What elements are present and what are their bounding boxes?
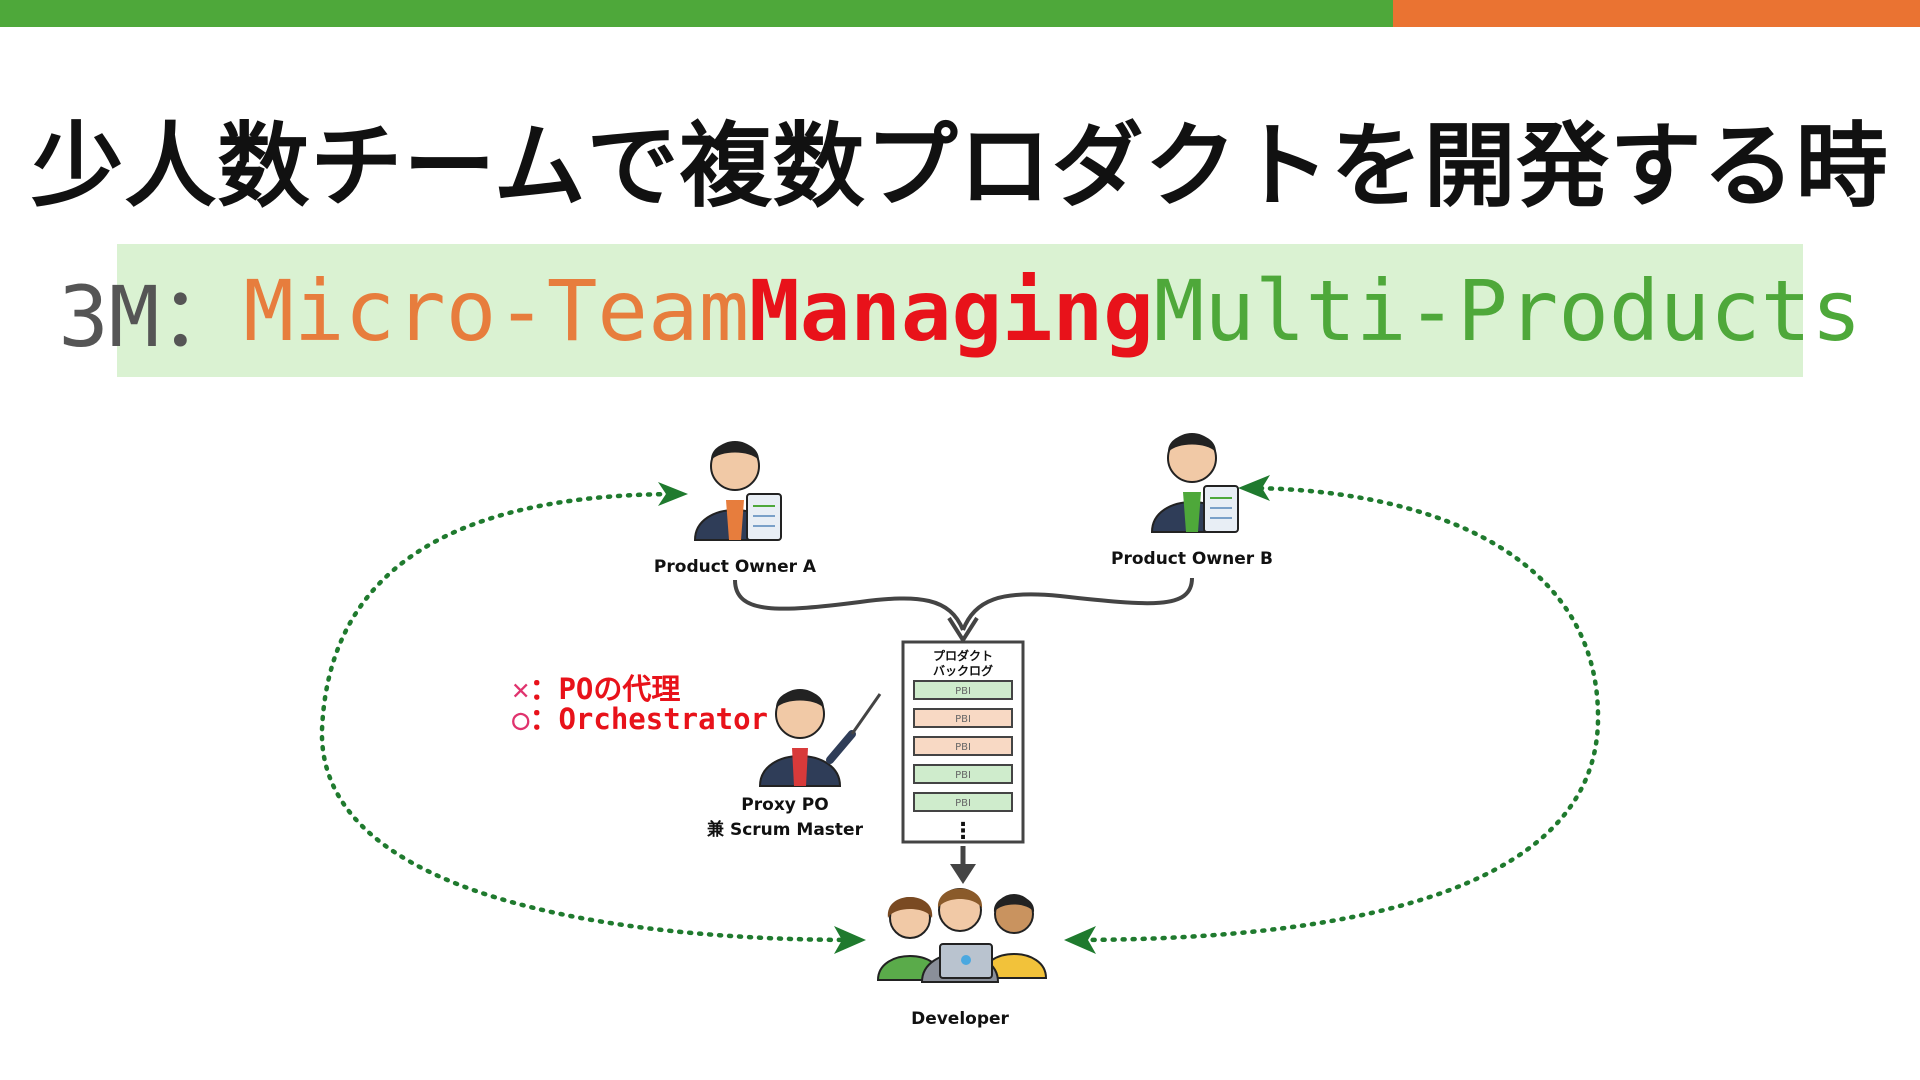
proxy-po-role-note: ✕：POの代理 ○：Orchestrator bbox=[512, 674, 768, 734]
loop-left bbox=[319, 482, 866, 954]
backlog-item-label: PBI bbox=[955, 742, 971, 753]
developer-team-icon bbox=[876, 888, 1048, 983]
backlog-item bbox=[913, 680, 1013, 700]
circle-mark-icon: ○ bbox=[512, 702, 530, 736]
backlog-item-label: PBI bbox=[955, 686, 971, 697]
backlog-item-label: PBI bbox=[955, 714, 971, 725]
developer-label: Developer bbox=[911, 1009, 1009, 1029]
tagline-managing: Managing bbox=[749, 261, 1154, 360]
proxy-po-label-1: Proxy PO bbox=[741, 795, 828, 815]
backlog-more: ⋮ bbox=[952, 819, 974, 844]
loop-left-bottom-arrow-icon bbox=[834, 926, 866, 954]
backlog-items: PBI PBI PBI PBI PBI bbox=[913, 680, 1013, 812]
person-with-tablet-icon bbox=[1150, 433, 1239, 533]
merge-arrowhead-icon bbox=[947, 616, 979, 642]
backlog-item-label: PBI bbox=[955, 770, 971, 781]
proxy-po-label-2: 兼 Scrum Master bbox=[707, 819, 864, 840]
backlog-title-2: バックログ bbox=[933, 663, 993, 678]
backlog-item bbox=[913, 736, 1013, 756]
product-owner-a-label: Product Owner A bbox=[654, 557, 817, 577]
note-yes-row: ○：Orchestrator bbox=[512, 704, 768, 734]
header-accent-orange bbox=[1393, 0, 1920, 27]
merge-arrows bbox=[733, 577, 1194, 642]
product-owner-a: Product Owner A bbox=[654, 441, 817, 577]
cross-mark-icon: ✕ bbox=[512, 672, 530, 706]
tagline-multi-products: Multi-Products bbox=[1153, 261, 1862, 360]
loop-right bbox=[1064, 475, 1601, 954]
loop-right-top-arrow-icon bbox=[1238, 475, 1270, 501]
product-owner-b: Product Owner B bbox=[1111, 433, 1273, 569]
backlog-item bbox=[913, 792, 1013, 812]
note-yes-text: ：Orchestrator bbox=[529, 702, 768, 736]
loop-right-bottom-arrow-icon bbox=[1064, 926, 1096, 954]
tagline-banner: 3M： Micro-Team Managing Multi-Products bbox=[58, 244, 1862, 377]
backlog-title-1: プロダクト bbox=[933, 648, 993, 663]
person-with-pointer-icon bbox=[758, 689, 882, 787]
backlog-to-developer-arrow bbox=[950, 846, 976, 884]
backlog-item bbox=[913, 708, 1013, 728]
loop-left-top-arrow-icon bbox=[658, 482, 688, 506]
tagline-prefix: 3M： bbox=[58, 268, 244, 366]
backlog-item-label: PBI bbox=[955, 798, 971, 809]
product-owner-b-label: Product Owner B bbox=[1111, 549, 1273, 569]
note-not-row: ✕：POの代理 bbox=[512, 674, 768, 704]
proxy-po: Proxy PO 兼 Scrum Master bbox=[707, 689, 882, 840]
product-backlog: プロダクト バックログ PBI PBI PBI PBI PBI ⋮ bbox=[901, 640, 1025, 844]
person-with-tablet-icon bbox=[693, 441, 782, 541]
down-arrow-icon bbox=[950, 864, 976, 884]
developer-team: Developer bbox=[876, 888, 1048, 1029]
backlog-item bbox=[913, 764, 1013, 784]
header-accent-green bbox=[0, 0, 1393, 27]
note-not-text: ：POの代理 bbox=[529, 672, 681, 706]
tagline-micro-team: Micro-Team bbox=[243, 261, 750, 360]
